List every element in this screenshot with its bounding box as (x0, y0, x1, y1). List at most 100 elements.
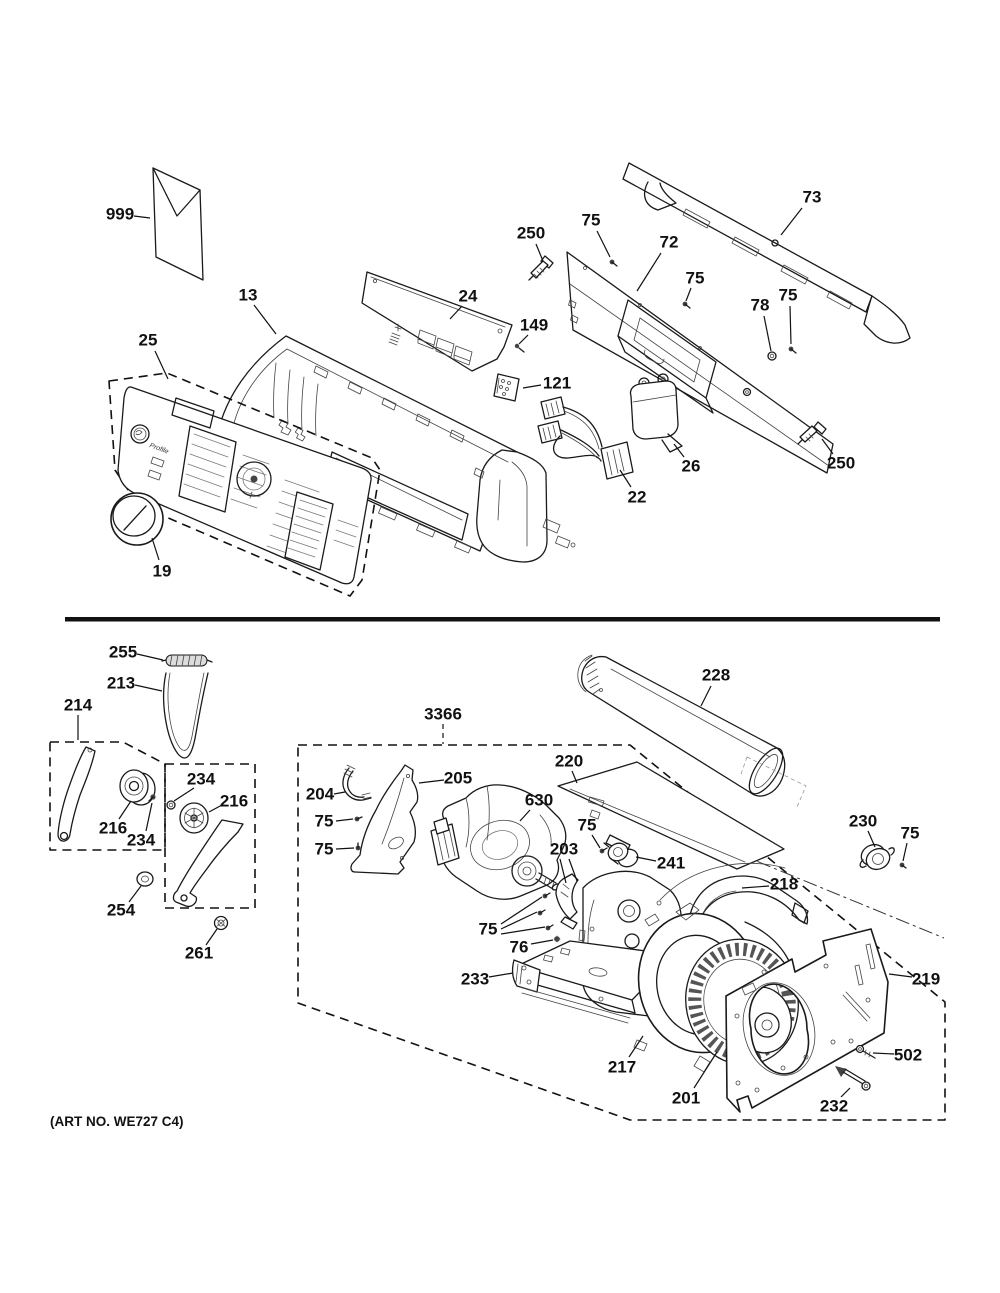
callout-75-1-screw: 75 (582, 211, 611, 258)
callout-261-nut: 261 (185, 928, 218, 963)
idler-arm-assembly (49, 741, 256, 931)
callout-label-75-5: 75 (315, 840, 334, 859)
callout-label-75-3: 75 (779, 286, 798, 305)
callout-label-234-2: 234 (127, 831, 156, 850)
callout-26-noise-filter: 26 (673, 443, 701, 476)
drive-belt (163, 672, 209, 759)
rear-bearing-230 (859, 843, 907, 871)
callout-label-233: 233 (461, 970, 489, 989)
timer-knob (110, 492, 164, 546)
wire-harness (537, 396, 634, 480)
callout-22-wire-harness: 22 (619, 469, 646, 507)
callout-label-201: 201 (672, 1089, 700, 1108)
callout-204-ground-strap: 204 (306, 785, 346, 804)
screw-250-right (797, 421, 827, 445)
callout-75-6-screw: 75 (578, 816, 601, 849)
callout-203-motor-clamps: 203 (550, 840, 578, 884)
callout-label-203: 203 (550, 840, 578, 859)
motor-mount-screws (537, 892, 561, 943)
callout-label-220: 220 (555, 752, 583, 771)
drive-motor (430, 784, 567, 900)
callout-label-213: 213 (107, 674, 135, 693)
callout-label-216-1: 216 (220, 792, 248, 811)
callout-label-24: 24 (459, 287, 478, 306)
callout-label-204: 204 (306, 785, 335, 804)
callout-24-control-board: 24 (449, 287, 478, 320)
callout-75-5-screw: 75 (315, 840, 355, 859)
noise-filter (629, 373, 683, 453)
drum-axis-centerline (687, 832, 945, 939)
front-bulkhead (725, 928, 889, 1113)
callout-78-washer: 78 (751, 296, 772, 352)
callout-72-rear-access-panel: 72 (636, 233, 679, 292)
callout-label-78: 78 (751, 296, 770, 315)
callout-label-3366: 3366 (424, 705, 462, 724)
screw-502 (855, 1044, 876, 1059)
section-divider (65, 617, 940, 622)
callout-75-2-screw: 75 (685, 269, 705, 302)
callout-76-screw: 76 (510, 938, 554, 957)
callout-250-2-screw: 250 (821, 438, 855, 473)
heater-screw (599, 847, 608, 854)
callout-213-drive-belt: 213 (107, 674, 163, 693)
callout-label-241: 241 (657, 854, 685, 873)
interface-board (493, 373, 520, 402)
callout-217-blower-housing: 217 (608, 1035, 644, 1077)
callout-label-76: 76 (510, 938, 529, 957)
callout-label-149: 149 (520, 316, 548, 335)
ground-strap (342, 764, 372, 801)
callout-label-19: 19 (153, 562, 172, 581)
literature-envelope (152, 167, 204, 281)
callout-label-502: 502 (894, 1046, 922, 1065)
bearing-sleeve-241 (603, 842, 639, 868)
callout-label-25: 25 (139, 331, 158, 350)
callout-label-216-2: 216 (99, 819, 127, 838)
callout-label-250-1: 250 (517, 224, 545, 243)
screw-232 (835, 1066, 871, 1091)
callout-label-75-7: 75 (901, 824, 920, 843)
callout-label-630: 630 (525, 791, 553, 810)
small-screws-top (514, 259, 797, 361)
callout-13-backsplash-housing: 13 (239, 286, 277, 335)
callout-255-idler-spring: 255 (109, 643, 164, 662)
callout-219-front-bulkhead: 219 (888, 970, 940, 989)
callout-label-214: 214 (64, 696, 93, 715)
drive-assembly-boundary (297, 744, 946, 1121)
callout-121-interface-board: 121 (522, 374, 571, 393)
callout-layer: 9991325192425075727314912175787526222502… (64, 188, 940, 1116)
callout-label-250-2: 250 (827, 454, 855, 473)
callout-label-75-6: 75 (578, 816, 597, 835)
callout-label-232: 232 (820, 1097, 848, 1116)
callout-label-26: 26 (682, 457, 701, 476)
callout-233-motor-base: 233 (461, 970, 514, 989)
callout-label-75-1: 75 (582, 211, 601, 230)
callout-201-blower-wheel: 201 (672, 1051, 718, 1108)
callout-label-75-2: 75 (686, 269, 705, 288)
callout-label-13: 13 (239, 286, 258, 305)
callout-label-121: 121 (543, 374, 571, 393)
callout-234-2-fastener: 234 (127, 802, 156, 850)
callout-502-screw: 502 (872, 1046, 922, 1065)
motor-bracket (350, 764, 419, 875)
callout-999-literature-envelope: 999 (106, 205, 151, 224)
callout-205-motor-bracket: 205 (418, 769, 472, 788)
control-panel: Profile (108, 372, 381, 597)
small-screws-bottom-left (354, 816, 363, 851)
rear-trim-strip (622, 162, 911, 344)
callout-234-1-fastener: 234 (173, 770, 216, 802)
control-board (361, 271, 513, 372)
callout-label-218: 218 (770, 875, 798, 894)
screw-250-left (528, 255, 554, 281)
backsplash-housing (217, 335, 576, 563)
callout-label-254: 254 (107, 901, 136, 920)
callout-75-4-screw: 75 (315, 812, 354, 831)
callout-label-72: 72 (660, 233, 679, 252)
callout-label-228: 228 (702, 666, 730, 685)
callout-75-7-screw: 75 (901, 824, 920, 862)
callout-19-timer-knob: 19 (151, 537, 172, 581)
callout-3366-drive-assembly-group: 3366 (424, 705, 462, 744)
callout-25-control-panel: 25 (139, 331, 169, 380)
callout-232-screw-long: 232 (820, 1087, 851, 1116)
callout-216-1-idler-pulley: 216 (208, 792, 248, 813)
